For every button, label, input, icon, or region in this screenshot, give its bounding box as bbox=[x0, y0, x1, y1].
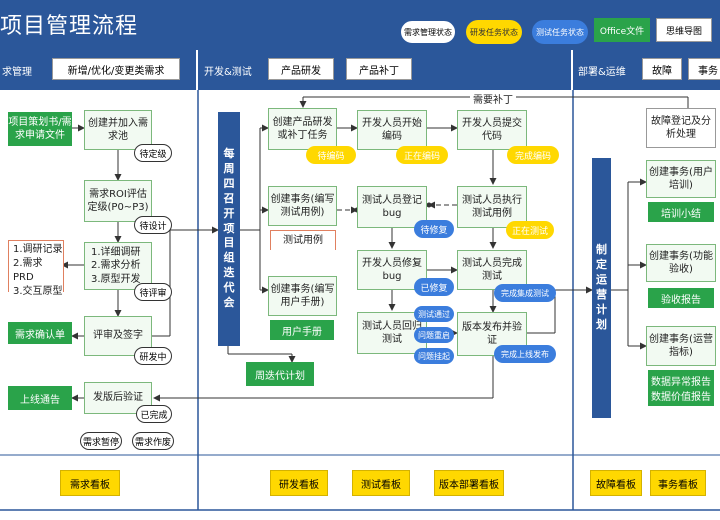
status-pending-design: 待设计 bbox=[134, 216, 172, 234]
status-fixed: 已修复 bbox=[414, 278, 454, 296]
tab-req-new[interactable]: 新增/优化/变更类需求 bbox=[52, 58, 180, 80]
box-start-coding: 开发人员开始编码 bbox=[357, 110, 427, 150]
tab-dev-product[interactable]: 产品研发 bbox=[268, 58, 334, 80]
doc-weekly-plan: 周迭代计划 bbox=[246, 362, 314, 386]
legend-test-status: 测试任务状态 bbox=[532, 20, 588, 44]
tab-dev-patch[interactable]: 产品补丁 bbox=[346, 58, 412, 80]
status-developing: 研发中 bbox=[134, 347, 172, 365]
kanban-fault[interactable]: 故障看板 bbox=[590, 470, 642, 496]
report-value: 数据价值报告 bbox=[651, 392, 711, 403]
status-pending-grade: 待定级 bbox=[134, 144, 172, 162]
research-line1: 1.详细调研 bbox=[91, 246, 141, 258]
box-ops-metrics: 创建事务(运营指标) bbox=[646, 326, 716, 366]
tab-ops-fault[interactable]: 故障 bbox=[642, 58, 682, 80]
status-testing: 正在测试 bbox=[506, 221, 554, 239]
doc-confirm: 需求确认单 bbox=[8, 322, 72, 344]
legend-mindmap: 思维导图 bbox=[656, 18, 712, 42]
lane-req-name: 求管理 bbox=[2, 67, 32, 78]
doc-notify: 上线通告 bbox=[8, 386, 72, 410]
box-training: 创建事务(用户培训) bbox=[646, 160, 716, 198]
kanban-dev[interactable]: 研发看板 bbox=[270, 470, 328, 496]
tab-ops-affair[interactable]: 事务 bbox=[688, 58, 720, 80]
kanban-release[interactable]: 版本部署看板 bbox=[434, 470, 504, 496]
doc-project-plan: 项目策划书/需求申请文件 bbox=[8, 112, 72, 146]
box-research: 1.详细调研 2.需求分析 3.原型开发 bbox=[84, 242, 152, 290]
box-write-manual: 创建事务(编写用户手册) bbox=[268, 276, 337, 316]
legend-dev-status: 研发任务状态 bbox=[466, 20, 522, 44]
box-exec-testcase: 测试人员执行测试用例 bbox=[457, 186, 527, 228]
lane-ops-name: 部署&运维 bbox=[578, 67, 626, 78]
status-test-pass: 测试通过 bbox=[414, 306, 454, 322]
status-release-done: 完成上线发布 bbox=[494, 345, 556, 363]
doc-prd-line1: 1.调研记录 bbox=[13, 244, 63, 255]
status-integration-done: 完成集成测试 bbox=[494, 284, 556, 302]
doc-prd: 1.调研记录 2.需求PRD 3.交互原型 bbox=[8, 240, 64, 297]
box-create-task: 创建产品研发或补丁任务 bbox=[268, 108, 337, 150]
box-log-bug: 测试人员登记bug bbox=[357, 186, 427, 228]
box-acceptance: 创建事务(功能验收) bbox=[646, 244, 716, 282]
status-reopen: 问题重启 bbox=[414, 327, 454, 343]
status-void: 需求作废 bbox=[132, 432, 174, 450]
doc-ops-reports: 数据异常报告 数据价值报告 bbox=[648, 370, 714, 406]
box-write-testcase: 创建事务(编写测试用例) bbox=[268, 186, 337, 226]
box-release-verify: 版本发布并验证 bbox=[457, 312, 527, 356]
status-paused: 需求暂停 bbox=[80, 432, 122, 450]
status-completed: 已完成 bbox=[136, 405, 172, 423]
kanban-req[interactable]: 需求看板 bbox=[60, 470, 120, 496]
box-finish-test: 测试人员完成测试 bbox=[457, 250, 527, 290]
kanban-affair[interactable]: 事务看板 bbox=[650, 470, 706, 496]
status-coding: 正在编码 bbox=[396, 146, 448, 164]
box-create-pool: 创建并加入需求池 bbox=[84, 110, 152, 150]
page-title: 项目管理流程 bbox=[0, 14, 139, 39]
label-need-patch: 需要补丁 bbox=[470, 91, 516, 106]
status-wait-coding: 待编码 bbox=[306, 146, 356, 164]
doc-testcase: 测试用例 bbox=[270, 230, 336, 250]
doc-manual: 用户手册 bbox=[270, 320, 334, 340]
legend-office: Office文件 bbox=[594, 18, 650, 42]
kanban-test[interactable]: 测试看板 bbox=[352, 470, 410, 496]
research-line2: 2.需求分析 bbox=[91, 260, 141, 272]
box-roi-eval: 需求ROI评估定级(P0~P3) bbox=[84, 180, 152, 222]
box-submit-code: 开发人员提交代码 bbox=[457, 110, 527, 150]
doc-acceptance: 验收报告 bbox=[648, 288, 714, 308]
doc-prd-line3: 3.交互原型 bbox=[13, 286, 63, 297]
bar-ops-plan: 制定运营计划 bbox=[592, 158, 611, 418]
box-fault-handle: 故障登记及分析处理 bbox=[646, 108, 716, 148]
bar-weekly-meeting: 每周四召开项目组迭代会 bbox=[218, 112, 240, 346]
status-code-done: 完成编码 bbox=[507, 146, 559, 164]
legend-req-status: 需求管理状态 bbox=[400, 20, 456, 44]
status-wait-fix: 待修复 bbox=[414, 220, 454, 238]
lane-dev-name: 开发&测试 bbox=[204, 67, 252, 78]
report-anomaly: 数据异常报告 bbox=[651, 377, 711, 388]
doc-training: 培训小结 bbox=[648, 202, 714, 222]
box-post-verify: 发版后验证 bbox=[84, 382, 152, 414]
status-hold: 问题挂起 bbox=[414, 348, 454, 364]
research-line3: 3.原型开发 bbox=[91, 273, 141, 285]
doc-prd-line2: 2.需求PRD bbox=[13, 258, 43, 283]
status-pending-review: 待评审 bbox=[134, 283, 172, 301]
